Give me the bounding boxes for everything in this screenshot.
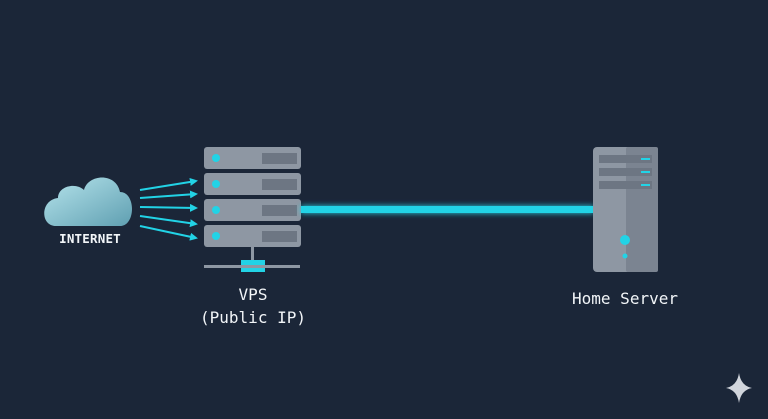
vps-label: VPS <box>238 285 268 304</box>
rack-unit <box>204 225 301 247</box>
arrow <box>139 190 198 199</box>
arrow <box>139 178 198 191</box>
home-server-label: Home Server <box>572 289 678 308</box>
vps-sublabel: (Public IP) <box>200 308 306 327</box>
inbound-traffic-arrows <box>139 178 198 241</box>
server-rack-icon <box>204 147 301 272</box>
internet-label: INTERNET <box>59 231 121 246</box>
arrow <box>139 203 198 212</box>
rack-stand <box>204 247 300 272</box>
tower-server-icon <box>593 147 658 272</box>
arrow <box>139 215 198 228</box>
tunnel-connection-line <box>301 206 594 213</box>
cloud-icon <box>44 177 132 226</box>
rack-unit <box>204 199 301 221</box>
rack-unit <box>204 147 301 169</box>
rack-unit <box>204 173 301 195</box>
arrow <box>139 225 198 241</box>
sparkle-icon <box>726 373 752 403</box>
